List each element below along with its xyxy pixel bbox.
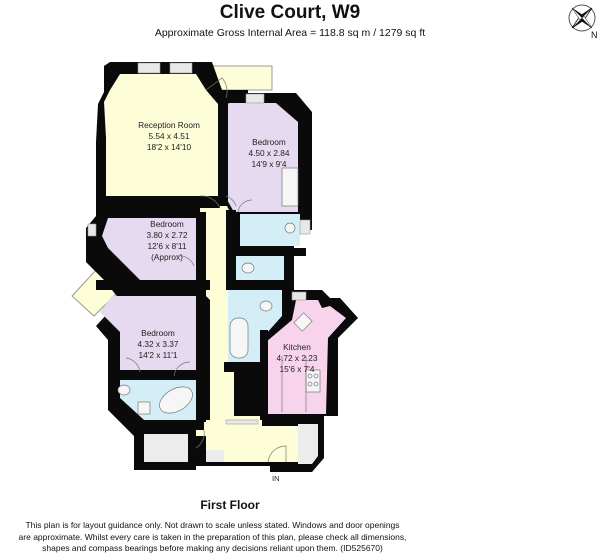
washbasin [137,401,151,415]
reception-room [104,74,218,196]
wardrobe [281,167,299,207]
room-imperial: 14'9 x 9'4 [251,159,287,169]
room-label-bedroom-2: Bedroom 3.80 x 2.72 12'6 x 8'11 (Approx) [134,219,200,263]
compass-rose-icon: N [566,3,600,45]
room-metric: 4.72 x 2.23 [276,353,318,363]
toilet [284,222,296,234]
hallway [196,196,300,462]
room-imperial: 15'6 x 7'4 [279,364,315,374]
disclaimer: This plan is for layout guidance only. N… [0,520,425,555]
toilet [259,300,273,312]
room-label-bedroom-3: Bedroom 4.32 x 3.37 14'2 x 11'1 [118,328,198,361]
room-label-reception: Reception Room 5.54 x 4.51 18'2 x 14'10 [124,120,214,153]
room-name: Bedroom [252,137,286,147]
room-imperial: 18'2 x 14'10 [146,142,192,152]
storage-cupboard-right [298,424,318,464]
room-name: Kitchen [283,342,311,352]
disclaimer-line-3: shapes and compass bearings before makin… [42,543,383,553]
disclaimer-line-2: are approximate. Whilst every care is ta… [18,531,407,542]
toilet [117,384,131,396]
room-metric: 3.80 x 2.72 [146,230,188,240]
room-imperial: 14'2 x 11'1 [138,350,178,360]
room-metric: 4.50 x 2.84 [248,148,290,158]
bath-tub [229,317,249,359]
room-label-bedroom-1: Bedroom 4.50 x 2.84 14'9 x 9'4 [236,137,302,170]
corner-bath [159,386,193,414]
wc-room [234,256,284,280]
gross-area-subtitle: Approximate Gross Internal Area = 118.8 … [154,27,426,39]
floor-label: First Floor [200,498,260,512]
floor-plan [71,62,358,472]
room-imperial: 12'6 x 8'11 [147,241,187,251]
internal-walls [96,98,306,430]
entrance-label: IN [272,474,280,483]
disclaimer-line-1: This plan is for layout guidance only. N… [25,520,400,530]
bedroom-1 [226,103,298,212]
bedroom-2 [102,218,196,280]
kitchen-sink [293,312,313,332]
door-swings [125,77,287,463]
windows [87,62,311,425]
storage-cupboard-hall [206,450,224,462]
bedroom-3 [100,296,196,374]
room-note: (Approx) [151,252,183,262]
fixtures [117,167,321,415]
room-label-kitchen: Kitchen 4.72 x 2.23 15'6 x 7'4 [262,342,332,375]
room-metric: 5.54 x 4.51 [148,131,190,141]
room-name: Bedroom [141,328,175,338]
compass-north-label: N [591,30,598,40]
ensuite-shower-room [240,214,300,246]
page-title: Clive Court, W9 [219,2,361,23]
room-metric: 4.32 x 3.37 [137,339,179,349]
storage-cupboard-left [144,434,188,462]
toilet [241,262,255,274]
room-name: Bedroom [150,219,184,229]
room-name: Reception Room [138,120,200,130]
